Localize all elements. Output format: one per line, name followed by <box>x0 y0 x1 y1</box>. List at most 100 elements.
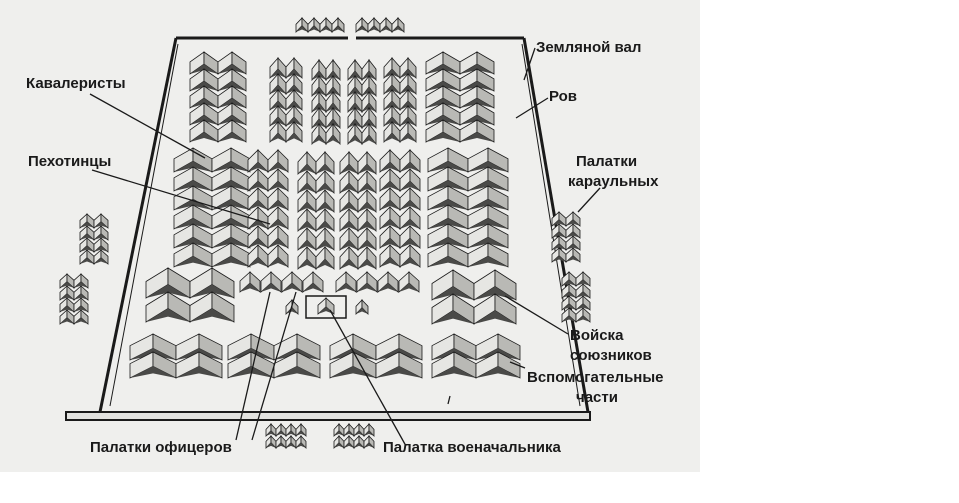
infantry-tent <box>315 245 335 271</box>
cavalry-tent <box>347 122 363 146</box>
infantry-tent <box>339 169 359 195</box>
allied-tent <box>473 293 517 325</box>
infantry-tent <box>247 187 269 211</box>
infantry-tent <box>267 225 289 249</box>
cavalry-tent <box>459 119 495 143</box>
gate-tent <box>295 17 309 33</box>
guard-tent <box>93 225 109 241</box>
tent-blocks <box>59 17 591 450</box>
infantry-tent <box>379 187 401 211</box>
guard-tent <box>79 213 95 229</box>
earth-rampart <box>65 36 591 421</box>
infantry-tent <box>467 147 509 173</box>
infantry-tent <box>315 207 335 233</box>
guard-tent <box>551 235 567 251</box>
cavalry-tent <box>311 122 327 146</box>
officer-tent <box>335 271 357 293</box>
cavalry-tent <box>361 90 377 114</box>
guard-tent <box>73 285 89 301</box>
officer-tent <box>355 299 369 315</box>
infantry-tent <box>379 225 401 249</box>
gate-tent <box>331 17 345 33</box>
gate-tent <box>379 17 393 33</box>
infantry-tent <box>315 226 335 252</box>
infantry-tent <box>399 225 421 249</box>
guard-tent <box>93 249 109 265</box>
gate-tent <box>285 422 297 438</box>
auxiliary-tent <box>375 351 423 379</box>
infantry-tent <box>339 207 359 233</box>
cavalry-tent <box>383 120 401 144</box>
allied-tent <box>145 291 191 323</box>
cavalry-tent <box>347 106 363 130</box>
cavalry-tent <box>269 120 287 144</box>
infantry-tent <box>339 150 359 176</box>
infantry-tent <box>211 223 251 249</box>
label-guard-tents-1: Палатки <box>576 153 637 170</box>
guard-tent <box>575 283 591 299</box>
infantry-tent <box>267 206 289 230</box>
infantry-tent <box>297 245 317 271</box>
gate-tent <box>285 434 297 450</box>
guard-tent <box>565 235 581 251</box>
infantry-tent <box>267 149 289 173</box>
officer-tent <box>398 271 420 293</box>
officer-tent <box>281 271 303 293</box>
auxiliary-tent <box>129 351 177 379</box>
infantry-tent <box>247 206 269 230</box>
infantry-tent <box>315 188 335 214</box>
gate-tent <box>295 422 307 438</box>
label-ditch: Ров <box>549 88 577 105</box>
auxiliary-tent <box>129 333 177 361</box>
guard-tent <box>575 295 591 311</box>
infantry-tent <box>211 242 251 268</box>
cavalry-tent <box>285 56 303 80</box>
infantry-tent <box>399 187 421 211</box>
officer-tent <box>377 271 399 293</box>
gate-tent <box>363 434 375 450</box>
guard-tent <box>93 237 109 253</box>
gate-tent <box>363 422 375 438</box>
guard-tent <box>551 223 567 239</box>
auxiliary-tent <box>475 351 521 379</box>
label-earth-rampart: Земляной вал <box>536 39 641 56</box>
gate-tent <box>391 17 405 33</box>
label-commander-tent: Палатка военачальника <box>383 439 562 456</box>
allied-tent <box>189 267 235 299</box>
cavalry-tent <box>269 56 287 80</box>
label-guard-tents-2: караульных <box>568 173 659 190</box>
gate-tent <box>275 434 287 450</box>
gate-tent <box>265 422 277 438</box>
cavalry-tent <box>325 58 341 82</box>
cavalry-tent <box>399 120 417 144</box>
label-cavalry: Кавалеристы <box>26 75 126 92</box>
infantry-tent <box>247 149 269 173</box>
gate-tent <box>343 434 355 450</box>
commander-tent <box>317 297 335 315</box>
infantry-tent <box>247 244 269 268</box>
infantry-tent <box>467 242 509 268</box>
guard-tent <box>565 223 581 239</box>
infantry-tent <box>357 188 377 214</box>
allied-tent <box>145 267 191 299</box>
officer-tent <box>260 271 282 293</box>
infantry-tent <box>339 245 359 271</box>
infantry-tent <box>211 185 251 211</box>
guard-tent <box>79 237 95 253</box>
infantry-tent <box>357 150 377 176</box>
label-auxiliary-1: Вспомогательные <box>527 369 664 386</box>
guard-tent <box>551 211 567 227</box>
gate-tent <box>275 422 287 438</box>
cavalry-tent <box>383 72 401 96</box>
infantry-tent <box>297 169 317 195</box>
gate-tent <box>319 17 333 33</box>
infantry-tent <box>267 244 289 268</box>
guard-tent <box>565 211 581 227</box>
cavalry-tent <box>217 68 247 92</box>
infantry-tent <box>427 242 469 268</box>
officer-tent <box>239 271 261 293</box>
allied-tent <box>431 293 475 325</box>
guard-tent <box>73 273 89 289</box>
allied-tent <box>189 291 235 323</box>
gate-tent <box>367 17 381 33</box>
